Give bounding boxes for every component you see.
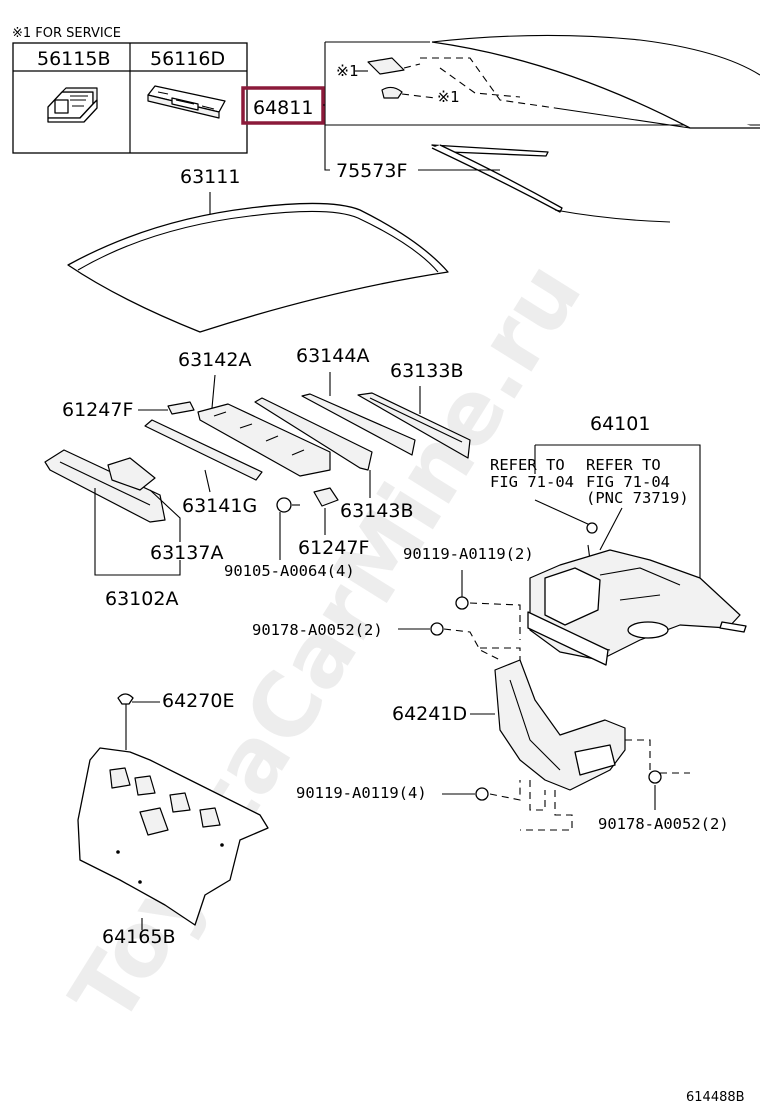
- part-label-56115B[interactable]: 56115B: [37, 48, 110, 70]
- bracket-64241D: 64241D 90119-A0119(4) 90178-A0052(2): [296, 647, 729, 833]
- part-label-63143B[interactable]: 63143B: [340, 500, 413, 522]
- part-label-63141G[interactable]: 63141G: [182, 495, 257, 517]
- part-label-63133B[interactable]: 63133B: [390, 360, 463, 382]
- part-label-56116D[interactable]: 56116D: [150, 48, 225, 70]
- part-label-64270E[interactable]: 64270E: [162, 690, 234, 712]
- part-label-61247F-top[interactable]: 61247F: [62, 399, 133, 421]
- refer-2-line2: FIG 71-04: [586, 473, 670, 491]
- mark-1-lower: ※1: [437, 88, 459, 106]
- service-note: ※1 FOR SERVICE: [12, 26, 121, 41]
- part-label-90178-left[interactable]: 90178-A0052(2): [252, 621, 383, 639]
- package-tray-64101: 64101 REFER TO FIG 71-04 REFER TO FIG 71…: [252, 413, 747, 666]
- part-label-64241D[interactable]: 64241D: [392, 703, 467, 725]
- part-label-61247F-bottom[interactable]: 61247F: [298, 537, 369, 559]
- part-label-90119-2[interactable]: 90119-A0119(2): [403, 545, 534, 563]
- part-label-75573F[interactable]: 75573F: [336, 160, 407, 182]
- refer-2-line3: (PNC 73719): [586, 489, 689, 507]
- clip-56116D-drawing: [147, 85, 226, 119]
- part-label-63102A[interactable]: 63102A: [105, 588, 178, 610]
- part-label-64165B[interactable]: 64165B: [102, 926, 175, 948]
- part-label-64811[interactable]: 64811: [253, 97, 313, 119]
- figure-code: 614488B: [686, 1090, 745, 1105]
- mark-1-upper: ※1: [336, 62, 358, 80]
- highlight-64811[interactable]: 64811: [241, 86, 325, 125]
- roof-panel-63111: 63111: [67, 166, 449, 333]
- part-label-90178-right[interactable]: 90178-A0052(2): [598, 815, 729, 833]
- part-label-63111[interactable]: 63111: [180, 166, 240, 188]
- part-label-63144A[interactable]: 63144A: [296, 345, 369, 367]
- service-box: ※1 FOR SERVICE 56115B 56116D: [12, 26, 248, 154]
- roof-bows-group: 63142A 63144A 63133B 61247F 63141G 63143…: [44, 345, 471, 610]
- part-label-63142A[interactable]: 63142A: [178, 349, 251, 371]
- rear-window-drawing: ※1 ※1 75573F: [324, 34, 760, 223]
- part-label-63137A[interactable]: 63137A: [150, 542, 223, 564]
- refer-1-line2: FIG 71-04: [490, 473, 574, 491]
- clip-56115B-drawing: [47, 87, 98, 123]
- refer-1-line1: REFER TO: [490, 456, 565, 474]
- part-label-90105[interactable]: 90105-A0064(4): [224, 562, 355, 580]
- refer-2-line1: REFER TO: [586, 456, 661, 474]
- silencer-64165B: 64270E 64165B: [77, 690, 269, 948]
- part-label-64101[interactable]: 64101: [590, 413, 650, 435]
- part-label-90119-4[interactable]: 90119-A0119(4): [296, 784, 427, 802]
